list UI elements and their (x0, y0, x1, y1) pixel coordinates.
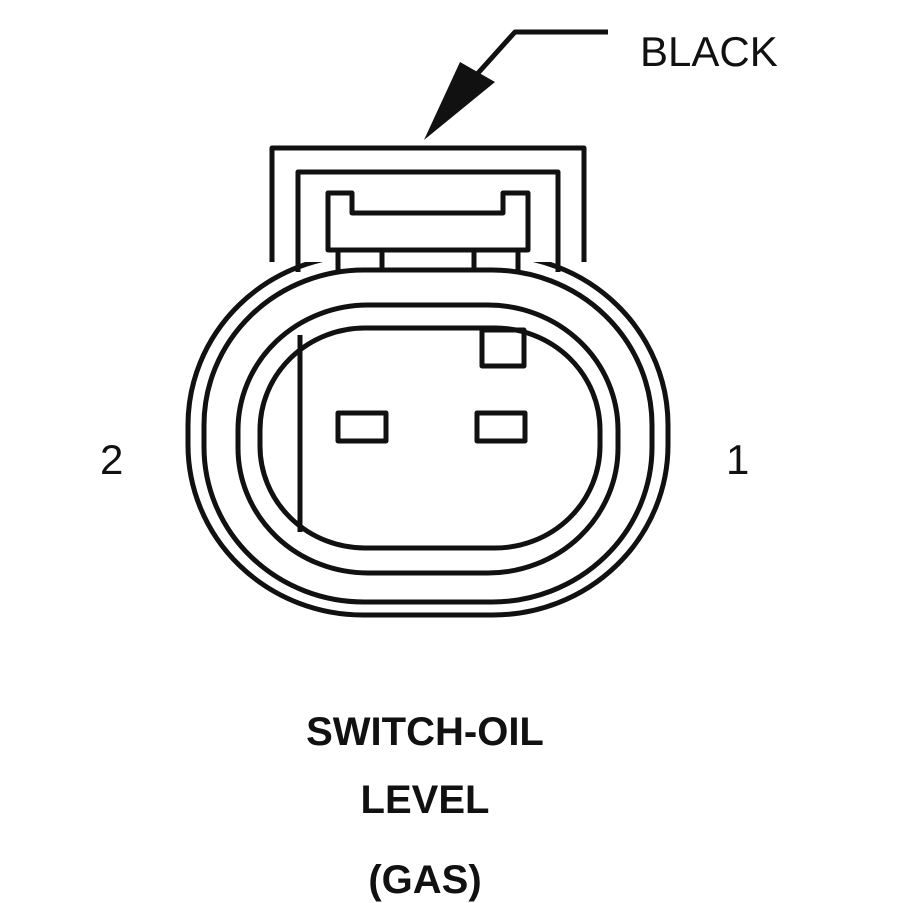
color-leader-arrowhead (424, 62, 495, 140)
pin-2-label: 2 (100, 436, 124, 483)
pin-1-label: 1 (726, 436, 750, 483)
color-leader-line (468, 29, 608, 84)
terminal-pin-2 (335, 410, 389, 444)
latch-tower-inner (295, 169, 561, 272)
polarizing-key (479, 327, 527, 369)
caption-line-1: SWITCH-OIL (306, 710, 544, 754)
caption-line-3: (GAS) (368, 858, 482, 902)
lock-tab (325, 190, 531, 253)
caption-line-2: LEVEL (360, 778, 490, 822)
terminal-pin-1 (474, 410, 528, 444)
connector-seal-ring (201, 267, 655, 605)
connector-cavity (257, 325, 603, 551)
connector-color-label: BLACK (640, 28, 778, 75)
connector-inner-housing (235, 302, 621, 576)
